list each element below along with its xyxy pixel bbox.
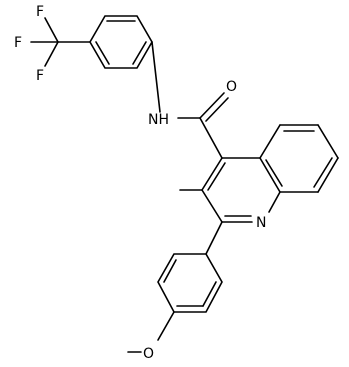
bond-c2-aryl [205,221,223,255]
bond-ring-o [157,311,175,341]
atom-label-methoxy-o: O [143,346,154,362]
amide-group [151,41,229,159]
ring-double-bond [95,41,110,65]
atom-label-nh: NH [148,112,169,128]
atom-label-ring-n: N [256,215,266,231]
bond-c-f2 [44,17,59,43]
bond-c-f3 [44,41,59,67]
bond-c7-c8-double [313,157,333,188]
bond-c8a-n [268,191,281,213]
bond-c3-c4 [201,157,223,191]
atom-label-f1: F [14,35,22,51]
ring-double-bond [163,259,177,283]
bond-c2-c3 [201,189,223,223]
bond-c4a-c8a [259,157,281,193]
bond-c7-c8 [317,157,339,193]
bond-c4a-c5 [259,124,281,159]
bond-c3-c4-double [207,162,226,191]
bond-carbonyl-o-double [205,97,229,122]
atom-label-carbonyl-o: O [226,79,237,95]
bond-c6-c7 [317,124,339,159]
ring-double-bond [202,281,217,307]
bond-carbonyl-c4 [199,117,223,159]
atom-label-f3: F [36,68,44,84]
ring-double-bond [132,41,147,65]
ring-outline [89,15,153,69]
methoxyphenyl-ring [127,221,223,353]
atom-label-f2: F [36,4,44,20]
bond-ring-nh [151,41,161,113]
bond-carbonyl-o [199,92,225,119]
quinoline-core [201,124,339,223]
ring-outline [157,253,223,313]
bond-c4a-c8a-double [265,159,283,187]
trifluoromethylphenyl-ring [89,15,153,69]
trifluoromethyl-group [30,17,91,67]
